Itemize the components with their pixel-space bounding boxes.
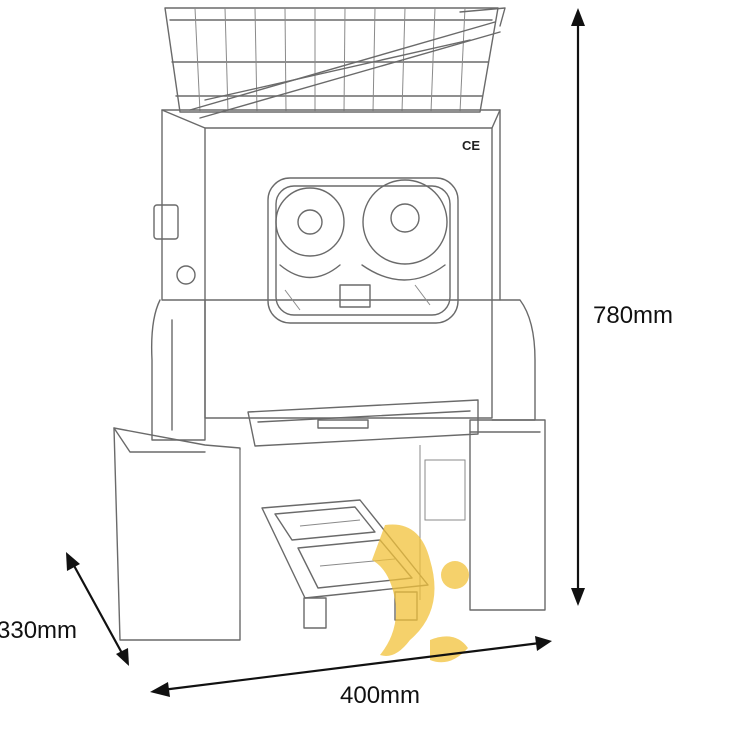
width-label: 400mm (340, 682, 420, 709)
height-dimension (571, 8, 585, 606)
width-dimension (150, 636, 552, 697)
depth-dimension (66, 552, 129, 666)
depth-label: 330mm (0, 617, 77, 644)
wire-basket-icon (164, 7, 506, 119)
ce-mark: CE (462, 138, 480, 153)
watermark-logo-icon (372, 524, 469, 663)
juicer-machine-icon: CE (113, 109, 546, 641)
height-label: 780mm (593, 302, 673, 329)
